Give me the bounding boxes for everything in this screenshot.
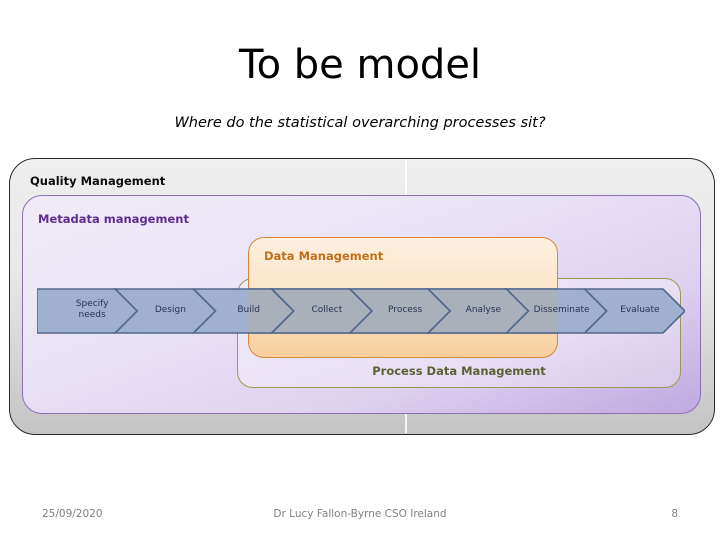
page-subtitle: Where do the statistical overarching pro… xyxy=(174,115,546,131)
footer-page-number: 8 xyxy=(671,508,678,520)
metadata-management-label: Metadata management xyxy=(38,212,189,226)
page-title: To be model xyxy=(238,42,482,88)
process-data-management-label: Process Data Management xyxy=(372,364,546,378)
process-step-arrow-overlay xyxy=(504,288,558,334)
process-step-arrow[interactable] xyxy=(582,288,685,334)
quality-management-label: Quality Management xyxy=(30,174,166,188)
footer-date: 25/09/2020 xyxy=(42,508,103,520)
process-chain-arrows xyxy=(37,288,685,334)
data-management-label: Data Management xyxy=(264,249,384,263)
footer-author: Dr Lucy Fallon-Byrne CSO Ireland xyxy=(273,508,447,520)
